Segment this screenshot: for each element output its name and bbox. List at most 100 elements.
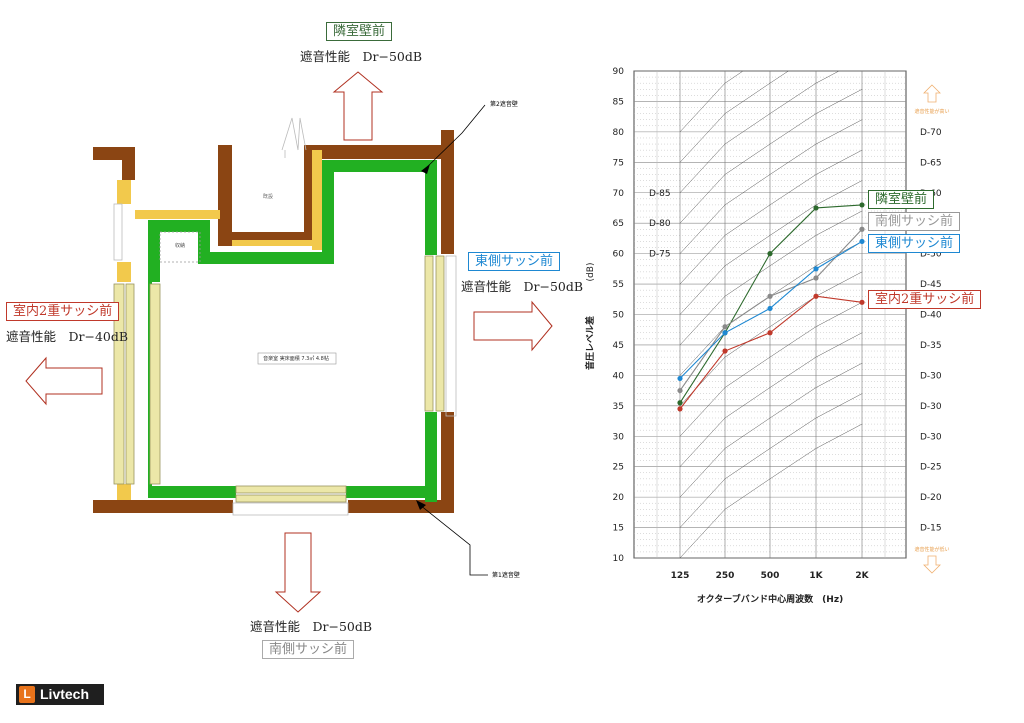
x-tick-label: 2K	[855, 571, 869, 581]
east-title: 東側サッシ前	[468, 252, 561, 271]
data-point	[767, 305, 773, 312]
legend-west: 室内2重サッシ前	[868, 290, 982, 309]
y-tick-label: 85	[613, 97, 624, 107]
inner-wall	[148, 160, 437, 502]
data-point	[813, 275, 819, 281]
low-hint-arrow-icon	[923, 555, 941, 574]
outer-wall	[93, 130, 454, 513]
data-point	[859, 226, 865, 232]
reference-curves	[679, 71, 863, 558]
chart-grid	[634, 70, 906, 559]
y-tick-label: 15	[613, 524, 624, 534]
x-tick-label: 1K	[809, 571, 823, 581]
y-tick-label: 30	[613, 432, 625, 442]
legend-north: 隣室壁前	[868, 190, 935, 209]
room-label: 音楽室 実床面積 7.3㎡ 4.8帖	[263, 355, 329, 362]
insulation	[117, 150, 322, 500]
reference-curve	[679, 393, 863, 528]
storage-label: 収納	[175, 242, 185, 249]
y-tick-label: 20	[613, 493, 625, 503]
data-point	[767, 251, 773, 257]
y-tick-label: 90	[613, 67, 625, 77]
wall1-label: 第1遮音壁	[492, 571, 520, 579]
x-ticks: 125 250 500 1K 2K	[671, 571, 870, 581]
d-rating-label: D-30	[920, 432, 942, 442]
y-tick-label: 25	[613, 463, 624, 473]
y-unit: (dB)	[586, 263, 596, 282]
y-tick-label: 80	[613, 128, 625, 138]
logo-text: Livtech	[40, 686, 90, 702]
legend-east: 東側サッシ前	[868, 234, 961, 253]
floor-plan: 収納 既設 音楽室 実床面積 7.3㎡ 4.8帖 第2遮音壁 第1遮音壁	[25, 71, 553, 613]
y-tick-label: 40	[613, 371, 625, 381]
reference-curve	[679, 119, 863, 254]
y-tick-label: 60	[613, 250, 625, 260]
y-tick-label: 10	[613, 554, 625, 564]
d-rating-label: D-25	[920, 463, 942, 473]
reference-curve	[679, 149, 863, 285]
reference-curve	[679, 332, 863, 467]
series-3	[677, 293, 865, 412]
y-tick-label: 55	[613, 280, 624, 290]
d-rating-label: D-70	[920, 128, 942, 138]
y-tick-label: 70	[613, 189, 625, 199]
wall2-leader	[423, 104, 486, 171]
d-rating-label: D-40	[920, 311, 942, 321]
reference-curve	[679, 89, 863, 224]
reference-curve	[679, 180, 863, 315]
corridor-label: 既設	[263, 193, 273, 200]
data-point	[677, 387, 683, 394]
data-point	[813, 293, 819, 299]
d-rating-label: D-20	[920, 493, 942, 503]
high-hint: 遮音性能が高い	[914, 108, 949, 115]
reference-curve	[679, 210, 863, 346]
data-point	[813, 205, 819, 211]
d-rating-label: D-65	[920, 158, 942, 168]
data-point	[859, 238, 865, 245]
data-point	[677, 406, 683, 412]
y-tick-label: 45	[613, 341, 624, 351]
d-rating-label: D-30	[920, 402, 942, 412]
y-axis-label: 音圧レベル差	[584, 316, 596, 370]
south-arrow-icon	[274, 532, 322, 613]
reference-curve	[679, 271, 863, 406]
d-rating-label: D-15	[920, 524, 942, 534]
d-rating-inner-label: D-80	[649, 219, 671, 229]
data-point	[767, 293, 773, 299]
reference-curve	[679, 302, 863, 437]
data-point	[677, 400, 683, 406]
reference-curve	[679, 71, 789, 163]
data-point	[722, 348, 728, 354]
data-point	[859, 202, 865, 208]
logo-mark-icon: L	[19, 686, 35, 703]
north-arrow-icon	[332, 71, 384, 141]
data-point	[767, 330, 773, 336]
reference-curve	[679, 423, 863, 558]
series-group	[677, 202, 865, 412]
x-tick-label: 125	[671, 571, 690, 581]
d-rating-inner-label: D-75	[649, 250, 671, 260]
sash	[113, 255, 445, 503]
d-rating-label: D-45	[920, 280, 942, 290]
d-rating-label: D-35	[920, 341, 942, 351]
reference-curve	[679, 71, 840, 193]
y-tick-label: 75	[613, 158, 624, 168]
high-hint-arrow-icon	[923, 84, 941, 103]
data-point	[859, 299, 865, 305]
storage-box	[159, 231, 201, 263]
d-rating-inner-label: D-85	[649, 189, 671, 199]
north-performance: 遮音性能 Dr−50dB	[300, 49, 423, 64]
x-tick-label: 500	[761, 571, 780, 581]
y-tick-label: 65	[613, 219, 624, 229]
legend-south: 南側サッシ前	[868, 212, 961, 231]
y-tick-label: 35	[613, 402, 624, 412]
d-rating-label: D-30	[920, 371, 942, 381]
wall1-leader	[419, 504, 488, 576]
data-point	[677, 375, 683, 382]
x-tick-label: 250	[716, 571, 735, 581]
east-arrow-icon	[473, 300, 553, 352]
reference-curve	[679, 71, 744, 133]
low-hint: 遮音性能が低い	[914, 546, 949, 553]
